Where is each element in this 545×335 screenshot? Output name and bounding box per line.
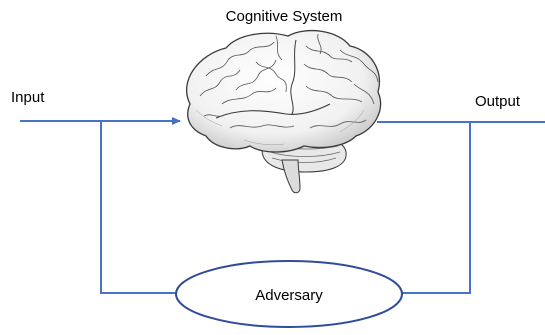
- output-label: Output: [475, 93, 521, 110]
- input-label: Input: [11, 89, 45, 106]
- adversary-label: Adversary: [255, 287, 323, 304]
- output-to-adversary-line: [402, 122, 471, 294]
- adversary-node: [175, 260, 403, 328]
- input-to-adversary-line: [100, 121, 176, 294]
- diagram-title: Cognitive System: [226, 8, 343, 25]
- brain-icon: [185, 29, 382, 194]
